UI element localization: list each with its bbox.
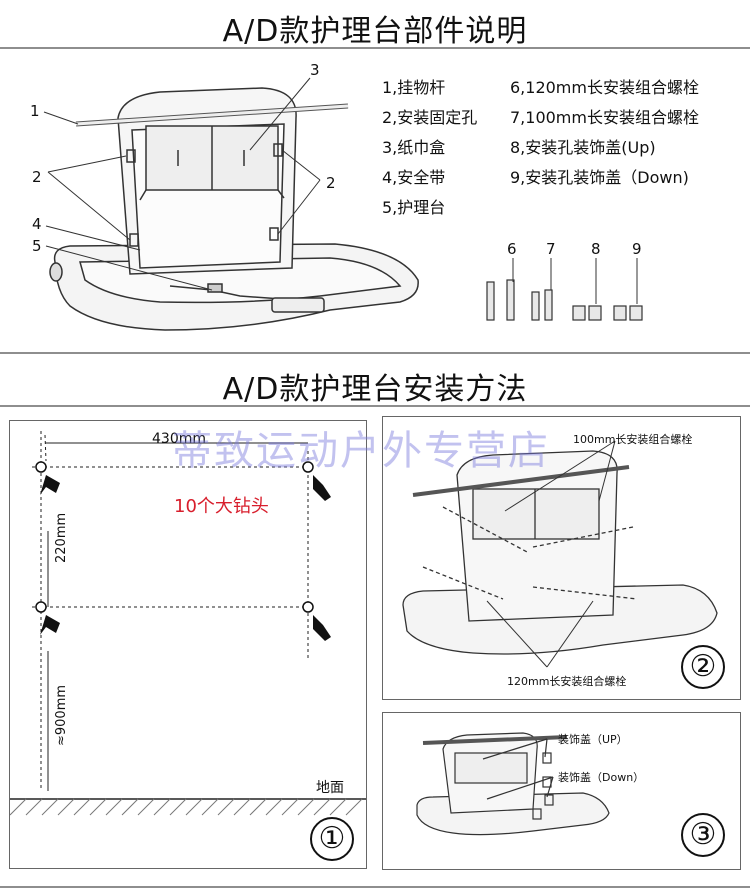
part-item: 5,护理台 <box>382 198 446 217</box>
part-item: 1,挂物杆 <box>382 78 446 97</box>
part-item: 2,安装固定孔 <box>382 108 478 127</box>
step-number: ② <box>681 645 725 689</box>
height-dimension: ≈900mm <box>54 684 69 746</box>
cover-cap-illustration <box>416 732 610 836</box>
step-2-panel: 100mm长安装组合螺栓 120mm长安装组合螺栓 ② <box>382 416 741 700</box>
part-item: 4,安全带 <box>382 168 446 187</box>
part-item: 7,100mm长安装组合螺栓 <box>510 108 699 127</box>
divider <box>0 47 750 49</box>
bolt-120-label: 120mm长安装组合螺栓 <box>507 675 627 688</box>
cap-down-label: 装饰盖（Down） <box>558 771 645 784</box>
part-item: 9,安装孔装饰盖（Down) <box>510 168 689 187</box>
bolt-installation-illustration <box>402 440 718 668</box>
cap-up-label: 装饰盖（UP） <box>558 733 628 746</box>
divider <box>0 352 750 354</box>
callout-1: 1 <box>30 102 40 120</box>
divider <box>0 886 750 888</box>
part-item: 3,纸巾盒 <box>382 138 446 157</box>
drill-note: 10个大钻头 <box>174 496 269 517</box>
drilling-layout <box>10 431 366 816</box>
callout-2-right: 2 <box>326 174 336 192</box>
step-1-panel: 430mm 220mm ≈900mm 地面 ① <box>9 420 367 869</box>
width-dimension: 430mm <box>152 431 206 447</box>
callout-4: 4 <box>32 215 42 233</box>
store-watermark: 蒂致运动户外专营店 <box>172 428 550 474</box>
vertical-dimension: 220mm <box>54 512 69 563</box>
step-number: ① <box>310 817 354 861</box>
bolt-100-label: 100mm长安装组合螺栓 <box>573 433 693 446</box>
section-title-install: A/D款护理台安装方法 <box>222 372 528 407</box>
changing-station-illustration <box>43 77 643 331</box>
step-number: ③ <box>681 813 725 857</box>
divider <box>0 405 750 407</box>
callout-5: 5 <box>32 237 42 255</box>
step-3-panel: 装饰盖（UP） 装饰盖（Down） ③ <box>382 712 741 870</box>
hardware-number: 8 <box>591 240 601 258</box>
hardware-number: 9 <box>632 240 642 258</box>
parts-list-right: 6,120mm长安装组合螺栓 7,100mm长安装组合螺栓 8,安装孔装饰盖(U… <box>510 73 699 193</box>
hardware-number: 6 <box>507 240 517 258</box>
part-item: 6,120mm长安装组合螺栓 <box>510 78 699 97</box>
parts-list-left: 1,挂物杆 2,安装固定孔 3,纸巾盒 4,安全带 5,护理台 <box>382 73 477 223</box>
callout-2-left: 2 <box>32 168 42 186</box>
hardware-number: 7 <box>546 240 556 258</box>
callout-3: 3 <box>310 61 320 79</box>
part-item: 8,安装孔装饰盖(Up) <box>510 138 656 157</box>
section-title-parts: A/D款护理台部件说明 <box>222 14 528 49</box>
floor-label: 地面 <box>316 780 344 796</box>
